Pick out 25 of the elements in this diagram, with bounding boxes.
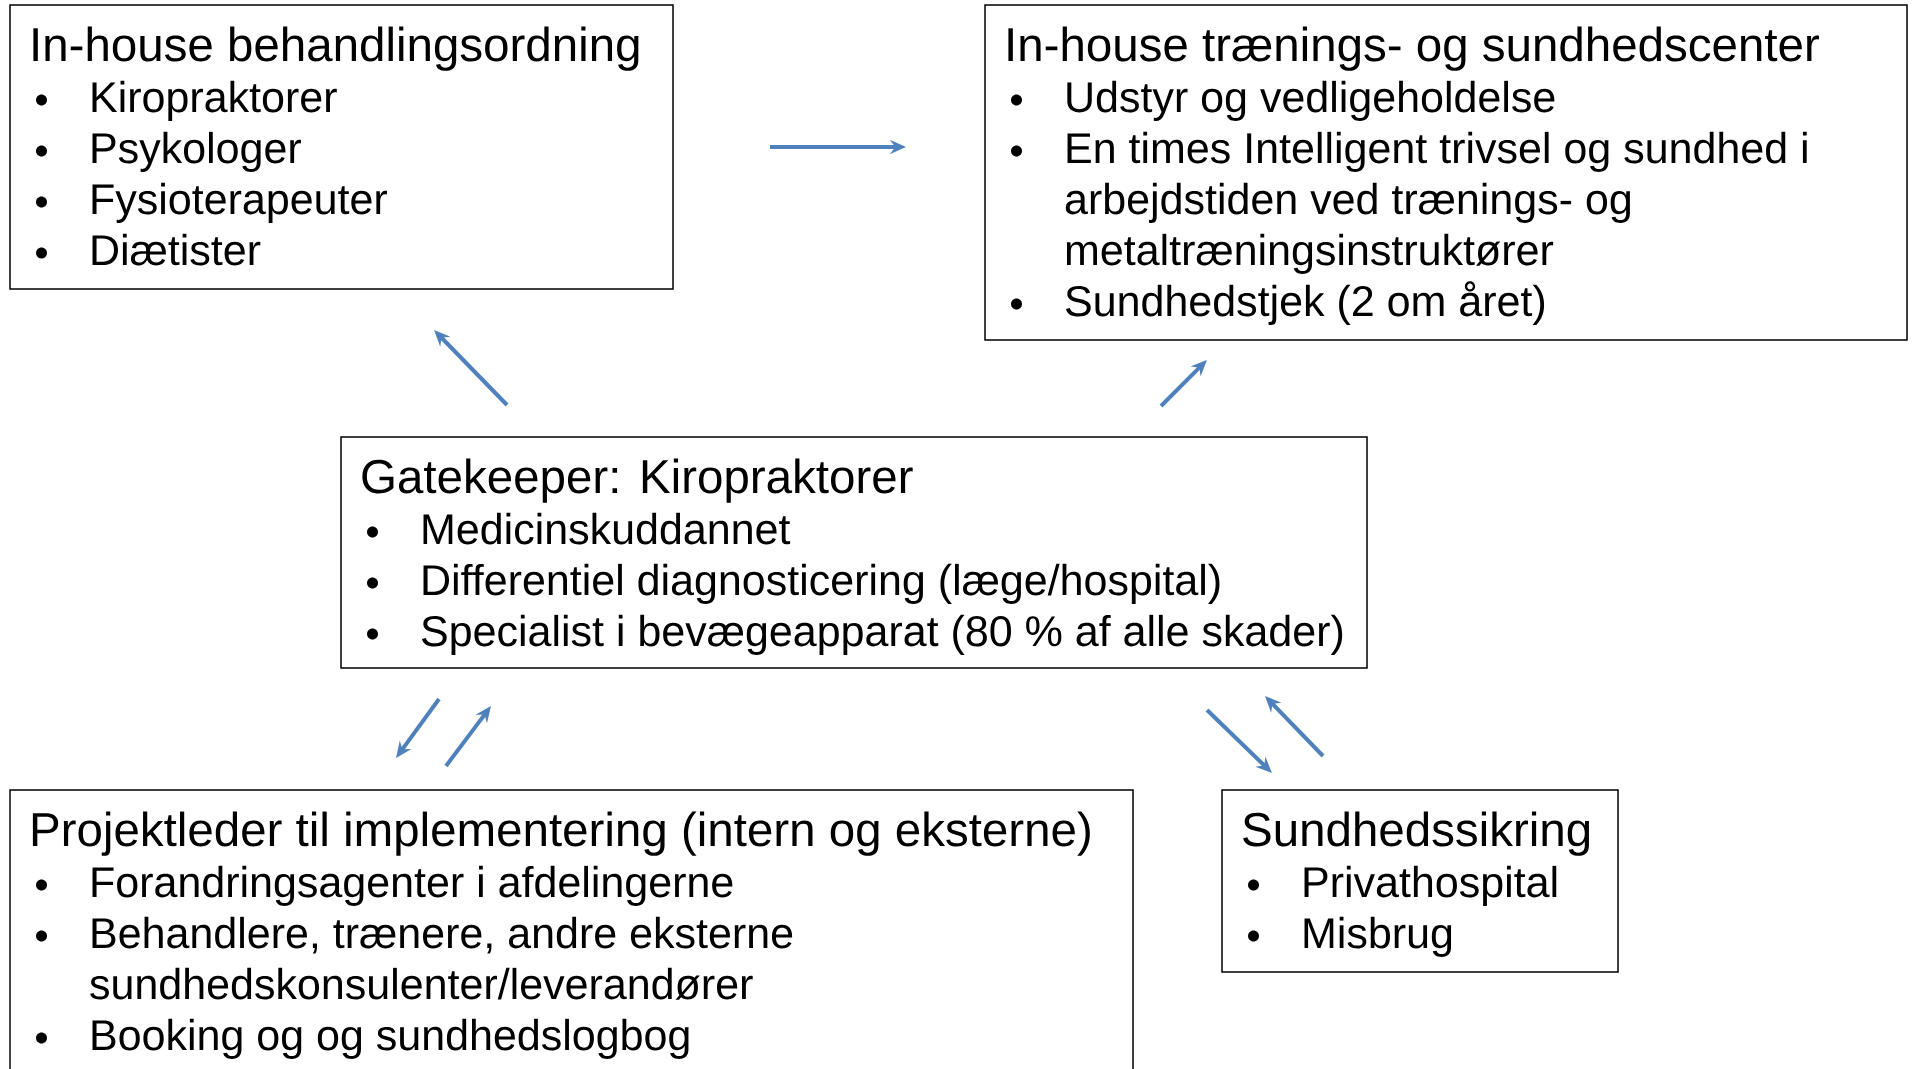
text-box: [9, 4, 674, 290]
box-heading: Gatekeeper: Kiropraktorer: [362, 458, 913, 503]
list-item: Differentiel diagnosticering (læge/hospital): [423, 563, 1220, 604]
box-heading: In-house trænings- og sundhedscenter: [1008, 26, 1819, 71]
list-item: Fysioterapeuter: [92, 182, 387, 223]
text-box: [340, 436, 1368, 669]
text-box: [984, 4, 1908, 341]
list-item: Udstyr og vedligeholdelse: [1067, 80, 1555, 121]
list-item: Medicinskuddannet: [423, 512, 791, 545]
list-item: Kiropraktorer: [92, 80, 337, 121]
list-item: Forandringsagenter i afdelingerne: [92, 865, 733, 906]
list-item: Psykologer: [92, 131, 301, 172]
box-heading: In-house behandlingsordning: [33, 26, 639, 71]
list-item: Misbrug: [1304, 916, 1452, 957]
list-item: Specialist i bevægeapparat (80 % af alle skader): [421, 614, 1343, 655]
list-item: Booking og og sundhedslogbog: [92, 1018, 689, 1059]
list-item: Diætister: [92, 233, 261, 266]
list-item: Behandlere, trænere, andre eksterne sundhedskonsulenter/leverandører: [90, 916, 793, 1000]
box-heading: Projektleder til implementering (intern og eksterne): [32, 811, 1090, 856]
box-heading: Sundhedssikring: [1243, 811, 1590, 856]
text-box: [1221, 789, 1619, 973]
list-item: Sundhedstjek (2 om året): [1065, 281, 1545, 325]
list-item: En times Intelligent trivsel og sundhed i arbejdstiden ved trænings- og metaltræningsinstruktører: [1065, 131, 1807, 274]
text-box: [9, 789, 1134, 1069]
list-item: Privathospital: [1304, 865, 1557, 906]
